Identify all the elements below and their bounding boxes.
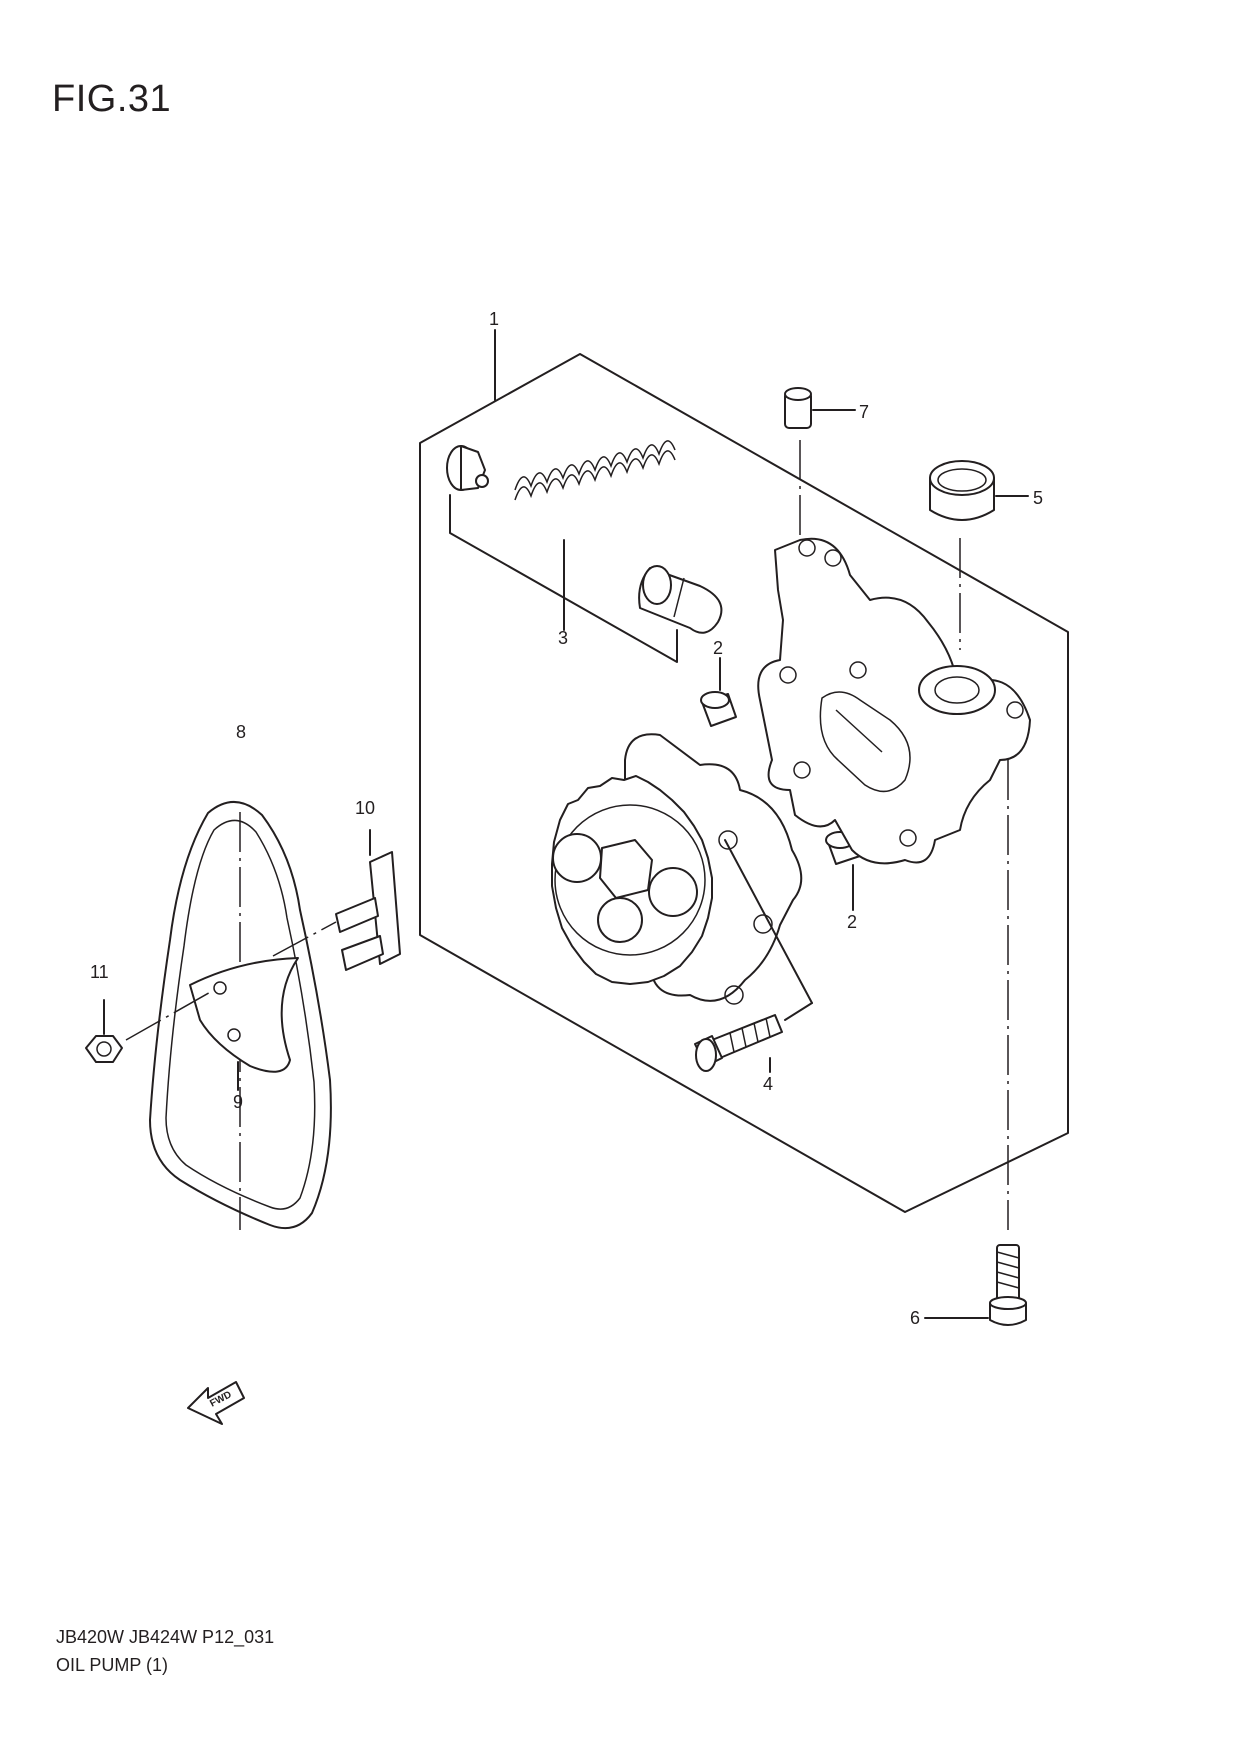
callout-6: 6 bbox=[910, 1308, 920, 1328]
callout-5: 5 bbox=[1033, 488, 1043, 508]
callout-7: 7 bbox=[859, 402, 869, 422]
callout-8: 8 bbox=[236, 722, 246, 742]
footer-section-name: OIL PUMP (1) bbox=[56, 1655, 169, 1675]
stud-plate bbox=[272, 829, 401, 971]
oil-pump-housing bbox=[757, 537, 1031, 865]
oil-pump-gear-cover bbox=[551, 733, 813, 1005]
bushing-5 bbox=[929, 460, 1029, 650]
callout-2-lower: 2 bbox=[847, 912, 857, 932]
bolt-4 bbox=[694, 1002, 813, 1073]
callout-11: 11 bbox=[90, 962, 109, 982]
chain-guide bbox=[189, 957, 299, 1091]
callout-4: 4 bbox=[763, 1074, 773, 1094]
relief-plunger bbox=[638, 565, 723, 634]
dowel-pin-upper bbox=[700, 657, 737, 727]
figure-title: FIG.31 bbox=[52, 78, 172, 120]
dowel-7 bbox=[784, 387, 856, 540]
relief-spring bbox=[514, 440, 676, 501]
fwd-arrow-icon: FWD bbox=[187, 1381, 245, 1425]
callout-3: 3 bbox=[558, 628, 568, 648]
callout-1: 1 bbox=[489, 309, 499, 329]
bolt-6 bbox=[924, 760, 1027, 1326]
callout-9: 9 bbox=[233, 1092, 243, 1112]
callout-10: 10 bbox=[355, 798, 375, 818]
relief-valve-plug bbox=[446, 445, 489, 491]
nut-11 bbox=[85, 989, 215, 1063]
callout-2-upper: 2 bbox=[713, 638, 723, 658]
assembly-box bbox=[419, 329, 1069, 1213]
footer-model-code: JB420W JB424W P12_031 bbox=[56, 1627, 275, 1647]
